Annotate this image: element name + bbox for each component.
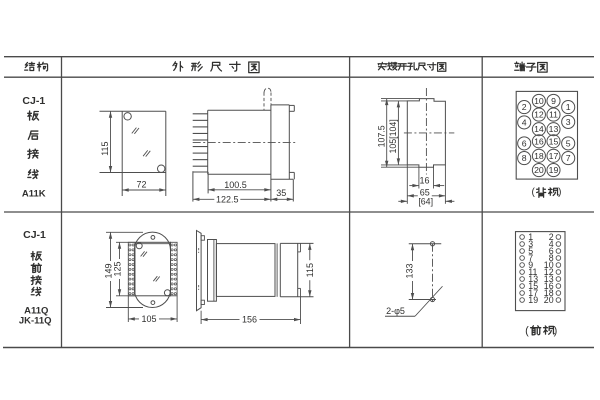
svg-text:CJ-1: CJ-1 (22, 95, 45, 107)
svg-text:20: 20 (534, 165, 544, 175)
svg-text:133: 133 (405, 263, 415, 278)
svg-text:122.5: 122.5 (216, 194, 239, 204)
svg-text:A11K: A11K (22, 189, 46, 200)
svg-text:16: 16 (534, 136, 544, 146)
svg-text:16: 16 (419, 175, 429, 185)
svg-text:JK-11Q: JK-11Q (19, 315, 52, 326)
svg-text:115: 115 (100, 141, 110, 155)
svg-text:5: 5 (528, 246, 533, 256)
svg-text:1: 1 (566, 102, 571, 112)
svg-text:125: 125 (113, 261, 123, 276)
svg-text:14: 14 (534, 124, 544, 134)
svg-text:2-φ5: 2-φ5 (386, 306, 405, 316)
svg-text:8: 8 (549, 253, 554, 263)
svg-text:): ) (558, 187, 561, 198)
svg-text:7: 7 (566, 153, 571, 163)
svg-text:3: 3 (528, 239, 533, 249)
svg-text:115: 115 (305, 263, 315, 277)
svg-text:11: 11 (549, 110, 558, 120)
svg-text:17: 17 (549, 151, 559, 161)
svg-text:16: 16 (544, 281, 554, 291)
svg-text:9: 9 (528, 260, 533, 270)
svg-text:(: ( (532, 187, 536, 198)
svg-text:100.5: 100.5 (224, 180, 247, 190)
svg-text:4: 4 (549, 239, 554, 249)
svg-text:15: 15 (528, 281, 538, 291)
svg-text:6: 6 (549, 246, 554, 256)
svg-text:13: 13 (544, 274, 554, 284)
svg-text:13: 13 (528, 274, 538, 284)
svg-text:13: 13 (549, 124, 559, 134)
svg-text:12: 12 (544, 267, 554, 277)
svg-text:3: 3 (566, 117, 571, 127)
svg-text:(: ( (525, 325, 529, 337)
svg-text:72: 72 (136, 180, 146, 190)
svg-text:11: 11 (528, 267, 537, 277)
svg-text:8: 8 (522, 153, 527, 163)
svg-text:105[104]: 105[104] (388, 119, 398, 153)
svg-text:2: 2 (522, 102, 527, 112)
svg-text:19: 19 (549, 165, 559, 175)
svg-text:107.5: 107.5 (376, 125, 386, 147)
svg-text:15: 15 (549, 136, 559, 146)
svg-text:18: 18 (544, 288, 554, 298)
svg-text:17: 17 (528, 288, 538, 298)
svg-text:1: 1 (528, 232, 533, 242)
svg-text:19: 19 (528, 295, 538, 305)
svg-text:5: 5 (566, 138, 571, 148)
svg-text:12: 12 (534, 110, 544, 120)
svg-text:CJ-1: CJ-1 (23, 229, 46, 241)
svg-text:10: 10 (534, 96, 544, 106)
svg-text:): ) (554, 325, 558, 337)
svg-text:20: 20 (544, 295, 554, 305)
svg-text:149: 149 (103, 263, 113, 278)
svg-text:156: 156 (242, 315, 257, 325)
svg-text:65: 65 (420, 188, 430, 198)
svg-text:18: 18 (534, 151, 544, 161)
svg-text:[64]: [64] (418, 196, 433, 206)
svg-text:105: 105 (141, 314, 156, 324)
svg-text:9: 9 (551, 96, 556, 106)
svg-text:A11Q: A11Q (24, 306, 48, 317)
svg-text:6: 6 (522, 138, 527, 148)
svg-text:35: 35 (276, 188, 286, 198)
svg-text:4: 4 (522, 117, 527, 127)
svg-text:7: 7 (528, 253, 533, 263)
svg-text:10: 10 (544, 260, 554, 270)
svg-text:2: 2 (549, 232, 554, 242)
